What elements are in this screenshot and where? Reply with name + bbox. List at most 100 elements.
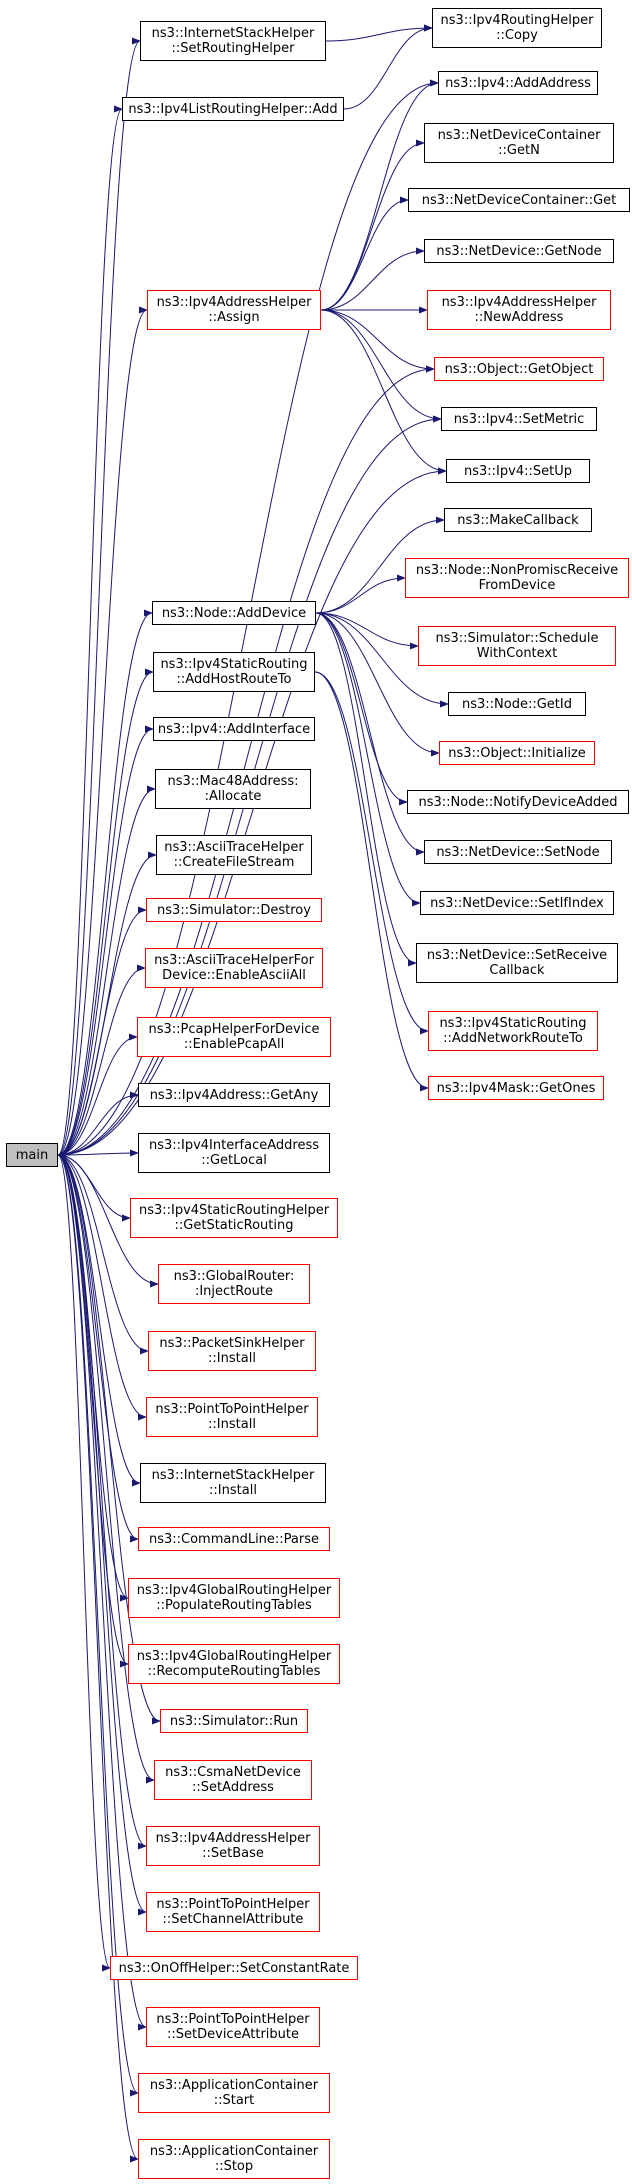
node-label-line: ns3::Node::AddDevice xyxy=(161,605,307,621)
node-label-line: ns3::Ipv4StaticRouting xyxy=(439,1016,587,1031)
edge-iah-assign-to-ndc-get xyxy=(320,196,409,311)
node-node-getid[interactable]: ns3::Node::GetId xyxy=(448,692,586,716)
node-label-line: ns3::Ipv4GlobalRoutingHelper xyxy=(136,1583,332,1598)
edge-main-to-ac-start xyxy=(57,1154,139,2097)
node-label-line: ns3::Simulator::Schedule xyxy=(435,631,599,646)
node-label-line: main xyxy=(15,1147,49,1163)
node-nd-getnode[interactable]: ns3::NetDevice::GetNode xyxy=(424,239,614,263)
node-label-line: ::SetChannelAttribute xyxy=(162,1912,304,1927)
node-ipv4-setmetric[interactable]: ns3::Ipv4::SetMetric xyxy=(441,407,597,431)
edge-iah-assign-to-nd-getnode xyxy=(320,247,425,311)
node-label-line: ::SetBase xyxy=(202,1846,264,1861)
node-nd-setifindex[interactable]: ns3::NetDevice::SetIfIndex xyxy=(420,891,614,915)
node-mac48-allocate[interactable]: ns3::Mac48Address::Allocate xyxy=(155,769,311,809)
edge-main-to-ptph-setchannel xyxy=(57,1154,147,1916)
node-label-line: ns3::ApplicationContainer xyxy=(149,2144,319,2159)
node-label-line: ::RecomputeRoutingTables xyxy=(147,1664,321,1679)
node-makecallback[interactable]: ns3::MakeCallback xyxy=(444,508,592,532)
node-igrh-populate[interactable]: ns3::Ipv4GlobalRoutingHelper::PopulateRo… xyxy=(128,1578,340,1618)
node-iia-getlocal[interactable]: ns3::Ipv4InterfaceAddress::GetLocal xyxy=(138,1133,330,1173)
edge-node-adddevice-to-nd-setifindex xyxy=(315,612,421,907)
node-nd-setnode[interactable]: ns3::NetDevice::SetNode xyxy=(424,840,612,864)
node-label-line: ns3::Mac48Address: xyxy=(167,774,299,789)
edge-main-to-ptph-install xyxy=(57,1154,147,1421)
node-ath-createfile[interactable]: ns3::AsciiTraceHelper::CreateFileStream xyxy=(156,835,312,875)
edge-main-to-ish-install xyxy=(57,1154,141,1487)
edge-iah-assign-to-ipv4-setmetric xyxy=(320,309,442,423)
node-iah-newaddress[interactable]: ns3::Ipv4AddressHelper::NewAddress xyxy=(427,290,611,330)
node-label-line: ns3::MakeCallback xyxy=(457,512,579,528)
node-label-line: ns3::Ipv4Mask::GetOnes xyxy=(436,1080,596,1096)
node-label-line: ns3::CommandLine::Parse xyxy=(148,1531,320,1547)
node-label-line: WithContext xyxy=(476,646,558,661)
node-ndc-getn[interactable]: ns3::NetDeviceContainer::GetN xyxy=(424,123,614,163)
node-gr-injectroute[interactable]: ns3::GlobalRouter::InjectRoute xyxy=(158,1264,310,1304)
node-ish-setrouting[interactable]: ns3::InternetStackHelper::SetRoutingHelp… xyxy=(140,21,326,61)
node-ipv4-setup[interactable]: ns3::Ipv4::SetUp xyxy=(446,459,590,483)
edge-main-to-ac-stop xyxy=(57,1154,139,2163)
node-iah-assign[interactable]: ns3::Ipv4AddressHelper::Assign xyxy=(147,290,321,330)
node-label-line: ns3::Ipv4ListRoutingHelper::Add xyxy=(128,101,338,117)
edge-main-to-iah-setbase xyxy=(57,1154,147,1850)
node-ac-stop[interactable]: ns3::ApplicationContainer::Stop xyxy=(138,2139,330,2179)
node-ptph-setdevice[interactable]: ns3::PointToPointHelper::SetDeviceAttrib… xyxy=(146,2007,320,2047)
edge-node-adddevice-to-node-notify xyxy=(315,612,408,806)
node-label-line: ::Stop xyxy=(214,2159,254,2174)
node-label-line: ::NewAddress xyxy=(474,310,564,325)
node-obj-initialize[interactable]: ns3::Object::Initialize xyxy=(439,741,595,765)
node-cmd-parse[interactable]: ns3::CommandLine::Parse xyxy=(138,1527,330,1551)
node-ac-start[interactable]: ns3::ApplicationContainer::Start xyxy=(138,2073,330,2113)
edge-iah-assign-to-ndc-getn xyxy=(320,139,425,311)
node-ptph-setchannel[interactable]: ns3::PointToPointHelper::SetChannelAttri… xyxy=(146,1892,320,1932)
edge-main-to-iia-getlocal xyxy=(57,1149,139,1157)
edge-ipv4list-add-to-ipv4rh-copy xyxy=(343,24,433,110)
node-ipv4addr-getany[interactable]: ns3::Ipv4Address::GetAny xyxy=(138,1083,330,1107)
node-node-adddevice[interactable]: ns3::Node::AddDevice xyxy=(152,601,316,625)
edge-node-adddevice-to-node-getid xyxy=(315,612,449,708)
node-ptph-install[interactable]: ns3::PointToPointHelper::Install xyxy=(146,1397,318,1437)
node-ish-install[interactable]: ns3::InternetStackHelper::Install xyxy=(140,1463,326,1503)
node-label-line: ns3::AsciiTraceHelperFor xyxy=(154,953,314,968)
node-label-line: ns3::InternetStackHelper xyxy=(151,1468,315,1483)
node-igrh-recompute[interactable]: ns3::Ipv4GlobalRoutingHelper::RecomputeR… xyxy=(128,1644,340,1684)
node-isr-addhost[interactable]: ns3::Ipv4StaticRouting::AddHostRouteTo xyxy=(153,652,315,692)
node-label-line: ns3::NetDevice::SetIfIndex xyxy=(430,895,604,911)
edge-main-to-mac48-allocate xyxy=(57,785,156,1156)
edge-main-to-isr-addhost xyxy=(57,668,154,1156)
node-psh-install[interactable]: ns3::PacketSinkHelper::Install xyxy=(148,1331,316,1371)
node-label-line: ::PopulateRoutingTables xyxy=(156,1598,312,1613)
node-label-line: ns3::Simulator::Destroy xyxy=(157,902,311,918)
node-label-line: ::SetDeviceAttribute xyxy=(167,2027,299,2042)
edge-main-to-igrh-recompute xyxy=(57,1154,129,1668)
node-ndc-get[interactable]: ns3::NetDeviceContainer::Get xyxy=(408,188,630,212)
node-sim-destroy[interactable]: ns3::Simulator::Destroy xyxy=(146,898,322,922)
edge-iah-assign-to-ipv4-setup xyxy=(320,309,447,475)
node-ipv4-addinterface[interactable]: ns3::Ipv4::AddInterface xyxy=(153,717,315,741)
node-phfd-enablepcapall[interactable]: ns3::PcapHelperForDevice::EnablePcapAll xyxy=(137,1017,331,1057)
node-csma-setaddress[interactable]: ns3::CsmaNetDevice::SetAddress xyxy=(154,1760,312,1800)
node-label-line: :InjectRoute xyxy=(194,1284,274,1299)
node-obj-getobject[interactable]: ns3::Object::GetObject xyxy=(434,357,604,381)
node-label-line: ns3::Ipv4::SetUp xyxy=(464,463,572,479)
node-label-line: ns3::Object::Initialize xyxy=(448,745,586,761)
node-ipv4list-add[interactable]: ns3::Ipv4ListRoutingHelper::Add xyxy=(122,97,344,121)
node-ipv4mask-getones[interactable]: ns3::Ipv4Mask::GetOnes xyxy=(428,1076,604,1100)
node-ipv4-addaddress[interactable]: ns3::Ipv4::AddAddress xyxy=(438,71,598,95)
node-ipv4rh-copy[interactable]: ns3::Ipv4RoutingHelper::Copy xyxy=(432,8,602,48)
edge-main-to-iah-assign xyxy=(57,306,148,1156)
node-label-line: :Allocate xyxy=(204,789,262,804)
node-iah-setbase[interactable]: ns3::Ipv4AddressHelper::SetBase xyxy=(146,1826,320,1866)
edge-main-to-ipv4addr-getany xyxy=(57,1091,139,1156)
node-isr-addnetwork[interactable]: ns3::Ipv4StaticRouting::AddNetworkRouteT… xyxy=(428,1011,598,1051)
node-onoff-setrate[interactable]: ns3::OnOffHelper::SetConstantRate xyxy=(110,1956,358,1980)
edge-main-to-sim-run xyxy=(57,1154,161,1725)
node-label-line: ns3::NetDevice::SetNode xyxy=(436,844,600,860)
node-sim-run[interactable]: ns3::Simulator::Run xyxy=(160,1709,308,1733)
node-isrh-getstatic[interactable]: ns3::Ipv4StaticRoutingHelper::GetStaticR… xyxy=(130,1198,338,1238)
node-label-line: ::GetLocal xyxy=(201,1153,267,1168)
node-node-notify[interactable]: ns3::Node::NotifyDeviceAdded xyxy=(407,790,629,814)
